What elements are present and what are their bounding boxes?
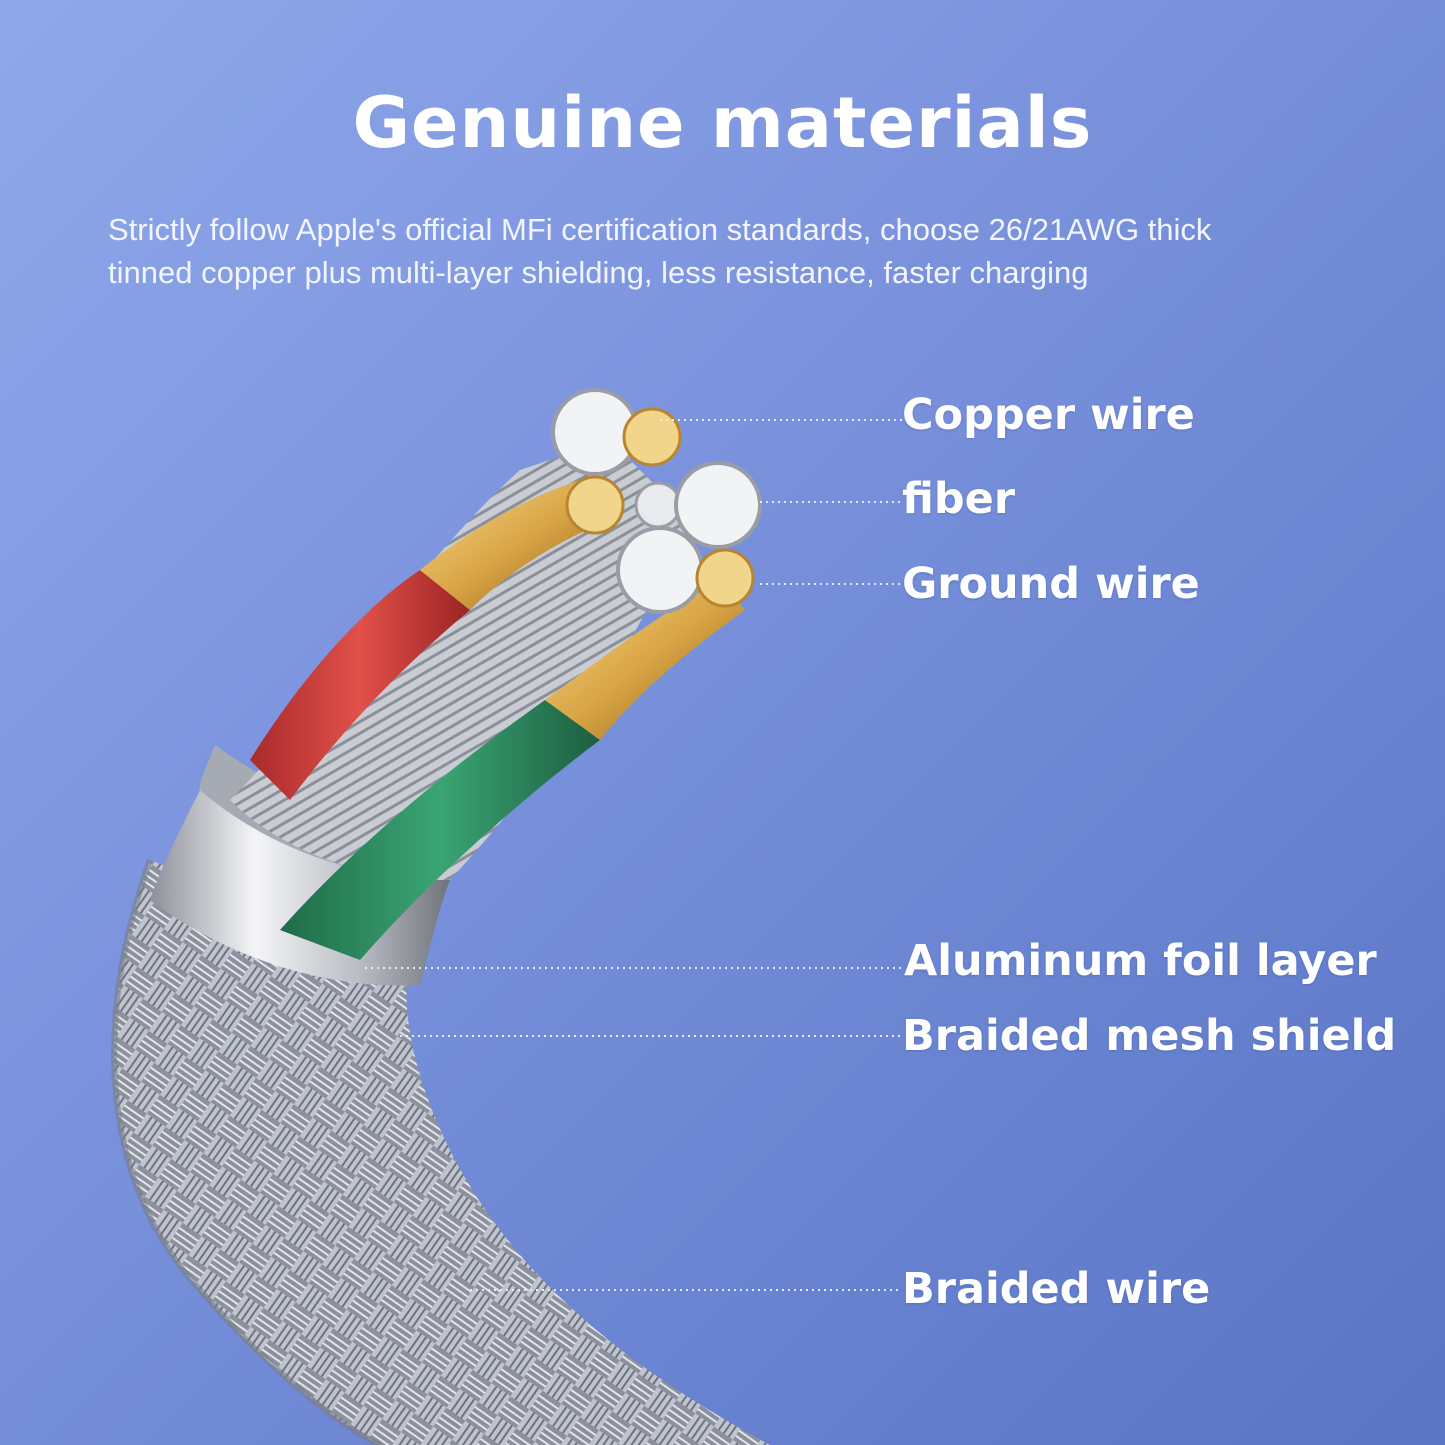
subtitle-line-1: Strictly follow Apple's official MFi cer… <box>108 212 1212 247</box>
label-ground-wire: Ground wire <box>902 559 1200 609</box>
page-subtitle: Strictly follow Apple's official MFi cer… <box>108 208 1398 294</box>
braided-jacket <box>114 860 770 1445</box>
label-copper-wire: Copper wire <box>902 390 1195 440</box>
label-braided-mesh-shield: Braided mesh shield <box>902 1011 1397 1061</box>
label-fiber: fiber <box>902 474 1016 524</box>
leader-lines <box>365 419 902 1291</box>
red-conductor <box>250 570 470 800</box>
label-braided-wire: Braided wire <box>902 1264 1211 1314</box>
subtitle-line-2: tinned copper plus multi-layer shielding… <box>108 255 1089 290</box>
silver-strand-core <box>230 440 690 880</box>
label-aluminum-foil-layer: Aluminum foil layer <box>904 936 1377 986</box>
cable-end-face <box>551 388 762 614</box>
page-title: Genuine materials <box>352 82 1093 164</box>
green-conductor <box>280 700 600 960</box>
